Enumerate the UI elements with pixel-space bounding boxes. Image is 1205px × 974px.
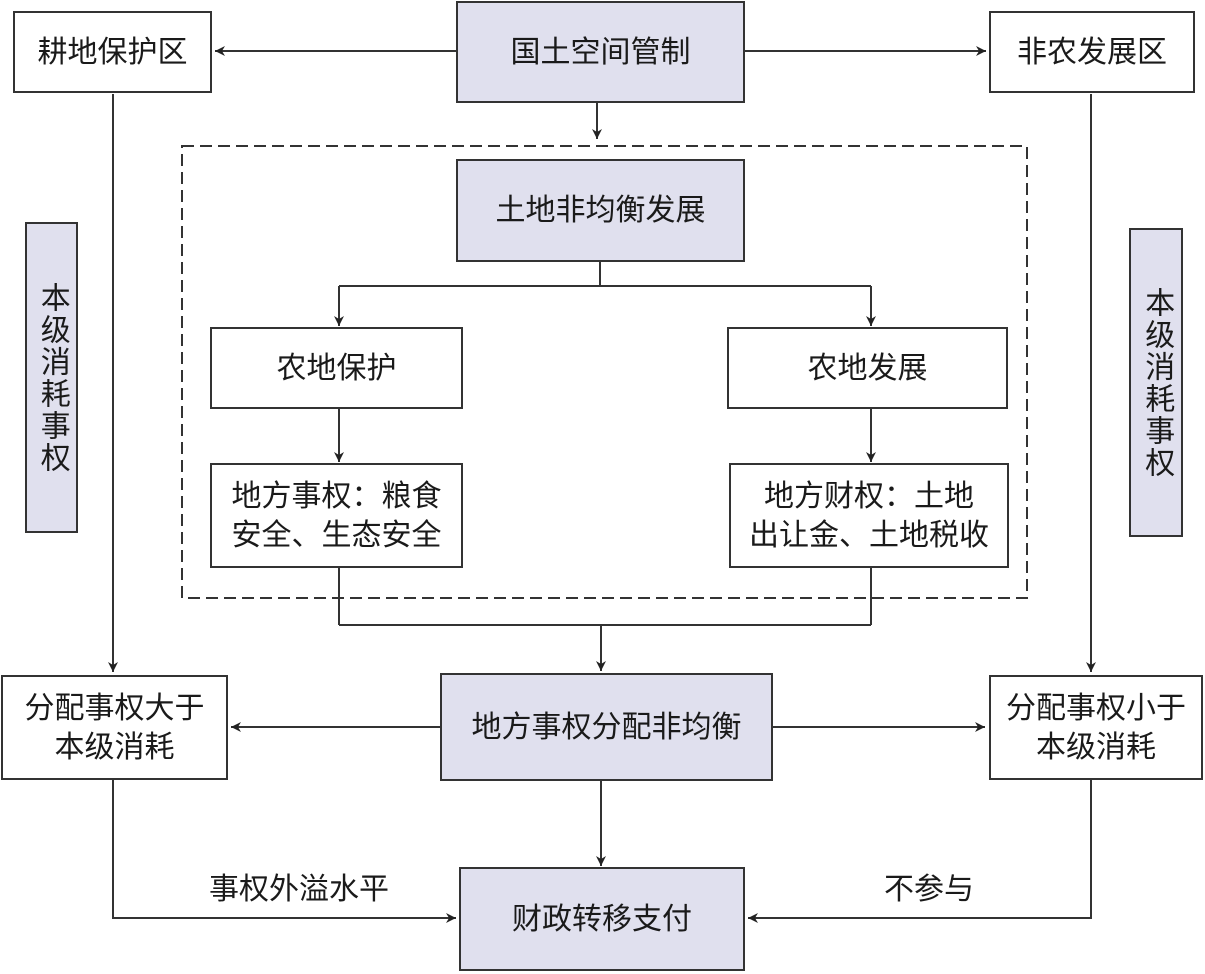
node-allocation-less-line2: 本级消耗 [1036, 729, 1156, 765]
node-uneven-allocation-text: 地方事权分配非均衡 [471, 709, 742, 745]
node-fiscal-transfer: 财政转移支付 [459, 867, 745, 971]
side-label-right-text: 本级消耗事权 [1139, 286, 1175, 479]
node-local-finance-line2: 出让金、土地税收 [749, 517, 989, 553]
node-farmland-develop: 农地发展 [727, 327, 1008, 409]
node-land-uneven-development-text: 土地非均衡发展 [495, 193, 706, 228]
node-local-finance-content: 地方财权：土地 出让金、土地税收 [749, 477, 989, 555]
node-allocation-greater-line1: 分配事权大于 [24, 690, 205, 726]
node-local-finance: 地方财权：土地 出让金、土地税收 [729, 463, 1009, 568]
node-allocation-greater-line2: 本级消耗 [54, 729, 175, 765]
node-farmland-protection-zone: 耕地保护区 [13, 11, 212, 93]
node-spatial-control: 国土空间管制 [456, 1, 745, 103]
node-allocation-less: 分配事权小于 本级消耗 [989, 675, 1203, 780]
node-local-duty-line1: 地方事权：粮食 [231, 478, 442, 514]
side-label-left-text: 本级消耗事权 [34, 281, 70, 474]
node-farmland-protect-text: 农地保护 [276, 350, 397, 386]
arrow-less-to-transfer [748, 780, 1092, 923]
node-allocation-greater: 分配事权大于 本级消耗 [1, 675, 228, 780]
node-fiscal-transfer-text: 财政转移支付 [512, 901, 692, 937]
side-label-left: 本级消耗事权 [25, 222, 78, 533]
edge-label-spillover: 事权外溢水平 [209, 872, 389, 907]
node-local-duty-line2: 安全、生态安全 [231, 517, 442, 553]
node-local-finance-line1: 地方财权：土地 [764, 478, 974, 514]
node-land-uneven-development: 土地非均衡发展 [456, 159, 745, 262]
node-local-duty-content: 地方事权：粮食 安全、生态安全 [232, 477, 442, 555]
arrow-greater-to-transfer [112, 780, 456, 923]
node-allocation-greater-content: 分配事权大于 本级消耗 [25, 689, 205, 767]
node-allocation-less-content: 分配事权小于 本级消耗 [1006, 689, 1186, 767]
node-nonagri-development-zone: 非农发展区 [989, 11, 1195, 93]
node-spatial-control-text: 国土空间管制 [510, 34, 691, 70]
node-farmland-develop-text: 农地发展 [807, 350, 928, 386]
node-farmland-protection-zone-text: 耕地保护区 [37, 34, 188, 70]
side-label-right: 本级消耗事权 [1129, 228, 1183, 537]
node-allocation-less-line1: 分配事权小于 [1006, 690, 1186, 726]
dashed-frame [181, 145, 1028, 599]
node-farmland-protect: 农地保护 [210, 327, 463, 409]
node-nonagri-development-zone-text: 非农发展区 [1017, 34, 1167, 70]
edge-label-not-participate: 不参与 [884, 872, 974, 907]
node-local-duty: 地方事权：粮食 安全、生态安全 [210, 463, 463, 568]
node-uneven-allocation: 地方事权分配非均衡 [440, 673, 773, 781]
